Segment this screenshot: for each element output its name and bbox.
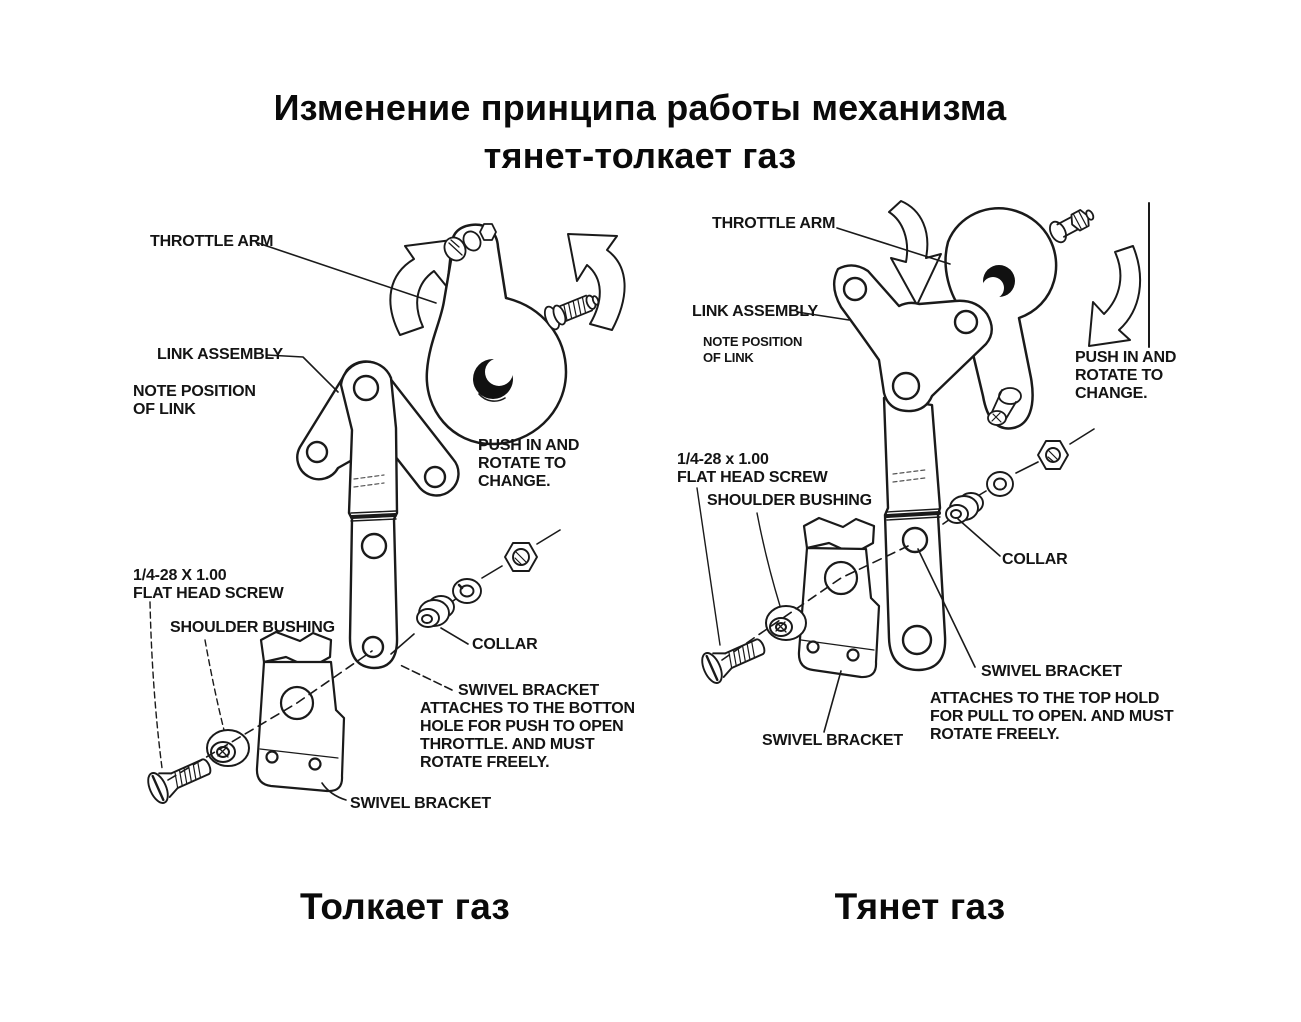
- right-arm-bottom-screw: [987, 387, 1022, 426]
- right-label-swivel-bracket: SWIVEL BRACKET: [762, 732, 903, 749]
- right-label-collar: COLLAR: [1002, 551, 1068, 568]
- left-label-swivel-bracket: SWIVEL BRACKET: [350, 795, 491, 812]
- left-link-strap: [339, 360, 399, 670]
- right-label-push-note: PUSH IN AND ROTATE TO CHANGE.: [1075, 349, 1177, 402]
- right-arm-top-bolt: [1049, 209, 1095, 244]
- left-collar-assembly: [390, 529, 561, 655]
- right-collar-assembly: [942, 428, 1095, 525]
- left-drawing: [147, 223, 626, 804]
- left-label-push-note: PUSH IN AND ROTATE TO CHANGE.: [478, 437, 580, 490]
- left-throttle-arm: [425, 223, 568, 446]
- right-flat-head-screw: [701, 638, 766, 684]
- left-label-collar: COLLAR: [472, 636, 538, 653]
- left-flat-head-screw: [147, 758, 212, 804]
- right-label-swivel-note: ATTACHES TO THE TOP HOLD FOR PULL TO OPE…: [930, 690, 1174, 743]
- right-link-plate: [833, 264, 993, 413]
- left-caption: Толкает газ: [299, 886, 511, 927]
- right-label-swivel-title: SWIVEL BRACKET: [981, 663, 1122, 680]
- left-shoulder-bushing: [206, 729, 250, 767]
- right-caption: Тянет газ: [834, 886, 1006, 927]
- right-label-link-assembly: LINK ASSEMBLY: [692, 303, 819, 320]
- left-label-swivel-note: ATTACHES TO THE BOTTON HOLE FOR PUSH TO …: [420, 700, 635, 771]
- left-label-flat-head-screw: 1/4-28 X 1.00 FLAT HEAD SCREW: [133, 567, 284, 602]
- right-label-note-position: NOTE POSITION OF LINK: [703, 334, 803, 365]
- right-shoulder-bushing: [765, 605, 807, 641]
- left-label-note-position: NOTE POSITION OF LINK: [133, 383, 256, 418]
- right-leader-lines: [696, 227, 1001, 733]
- right-label-flat-head-screw: 1/4-28 x 1.00 FLAT HEAD SCREW: [677, 451, 828, 486]
- left-axis-dashed-line: [167, 650, 373, 781]
- left-arm-side-screw: [543, 294, 600, 331]
- right-drawing: [696, 200, 1150, 733]
- right-axis-dashed-line: [721, 545, 909, 661]
- left-label-throttle-arm: THROTTLE ARM: [150, 233, 274, 250]
- right-label-shoulder-bushing: SHOULDER BUSHING: [707, 492, 872, 509]
- left-leader-lines: [149, 242, 469, 801]
- left-arm-top-bolt: [443, 223, 497, 262]
- left-swivel-bracket: [255, 630, 346, 793]
- right-swivel-bracket: [797, 516, 881, 679]
- right-link-strap: [882, 396, 947, 672]
- right-label-throttle-arm: THROTTLE ARM: [712, 215, 836, 232]
- left-label-link-assembly: LINK ASSEMBLY: [157, 346, 284, 363]
- left-label-swivel-title: SWIVEL BRACKET: [458, 682, 599, 699]
- page-title: Изменение принципа работы механизма тяне…: [273, 87, 1007, 176]
- left-label-shoulder-bushing: SHOULDER BUSHING: [170, 619, 335, 636]
